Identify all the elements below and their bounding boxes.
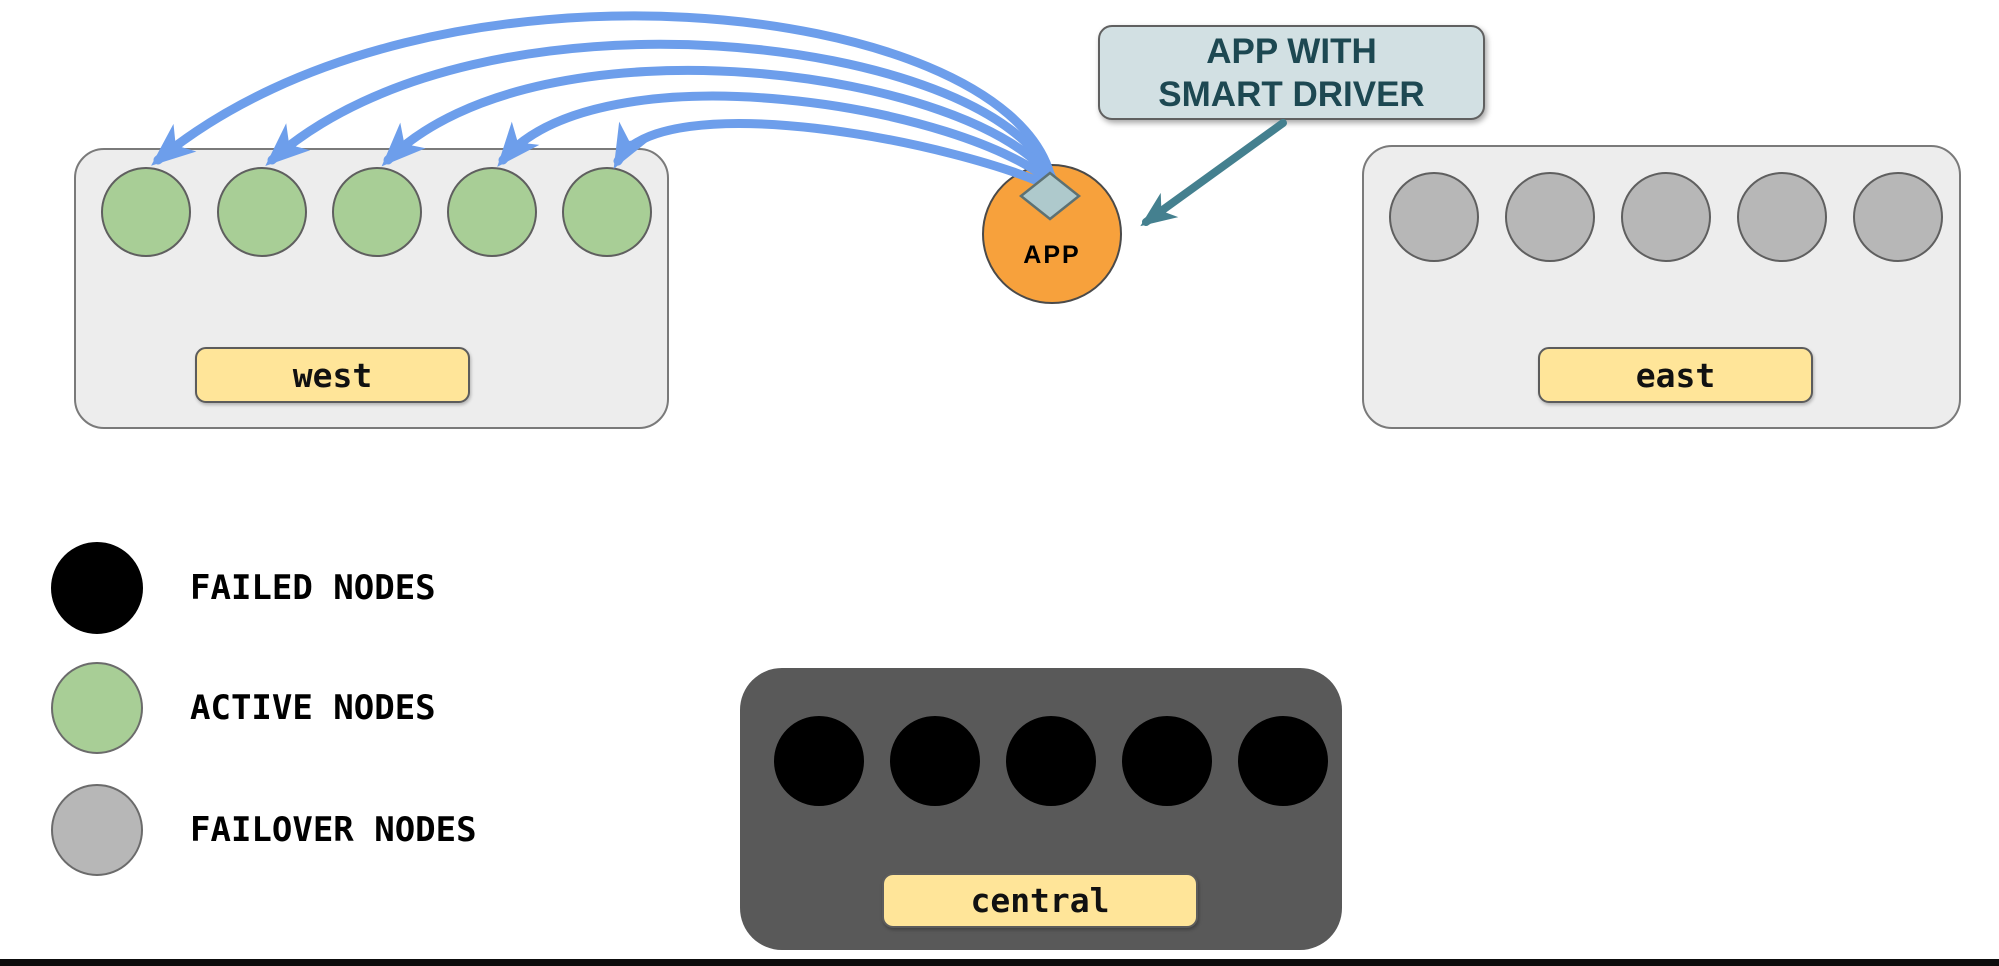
failover-node [1737,172,1827,262]
active-node [447,167,537,257]
legend-label-active: ACTIVE NODES [190,688,436,728]
region-label-east: east [1538,347,1813,403]
app-node-label: APP [1023,241,1081,269]
failover-node-swatch-icon [51,784,143,876]
failed-node [1238,716,1328,806]
active-node-swatch-icon [51,662,143,754]
callout-line2: SMART DRIVER [1158,74,1425,114]
legend-item-failed: FAILED NODES [51,542,436,634]
failed-node [1122,716,1212,806]
legend-label-failed: FAILED NODES [190,568,436,608]
active-node [562,167,652,257]
failover-node [1853,172,1943,262]
region-label-central-text: central [970,881,1110,920]
region-label-east-text: east [1635,355,1716,395]
failover-node [1621,172,1711,262]
failed-node [890,716,980,806]
active-node [332,167,422,257]
connection-arrow-5 [613,119,1063,195]
region-label-west: west [195,347,470,403]
smart-driver-callout: APP WITH SMART DRIVER [1098,25,1485,120]
callout-line1: APP WITH [1206,31,1377,71]
active-node [217,167,307,257]
app-node: APP [982,164,1122,304]
region-label-central: central [882,873,1198,928]
legend-label-failover: FAILOVER NODES [190,810,477,850]
failover-node [1505,172,1595,262]
active-node [101,167,191,257]
legend-item-failover: FAILOVER NODES [51,784,477,876]
smart-driver-arrow [1140,119,1287,227]
legend-item-active: ACTIVE NODES [51,662,436,754]
failed-node-swatch-icon [51,542,143,634]
failover-node [1389,172,1479,262]
failed-node [774,716,864,806]
bottom-edge-bar [0,959,1999,966]
failed-node [1006,716,1096,806]
region-label-west-text: west [292,355,373,395]
